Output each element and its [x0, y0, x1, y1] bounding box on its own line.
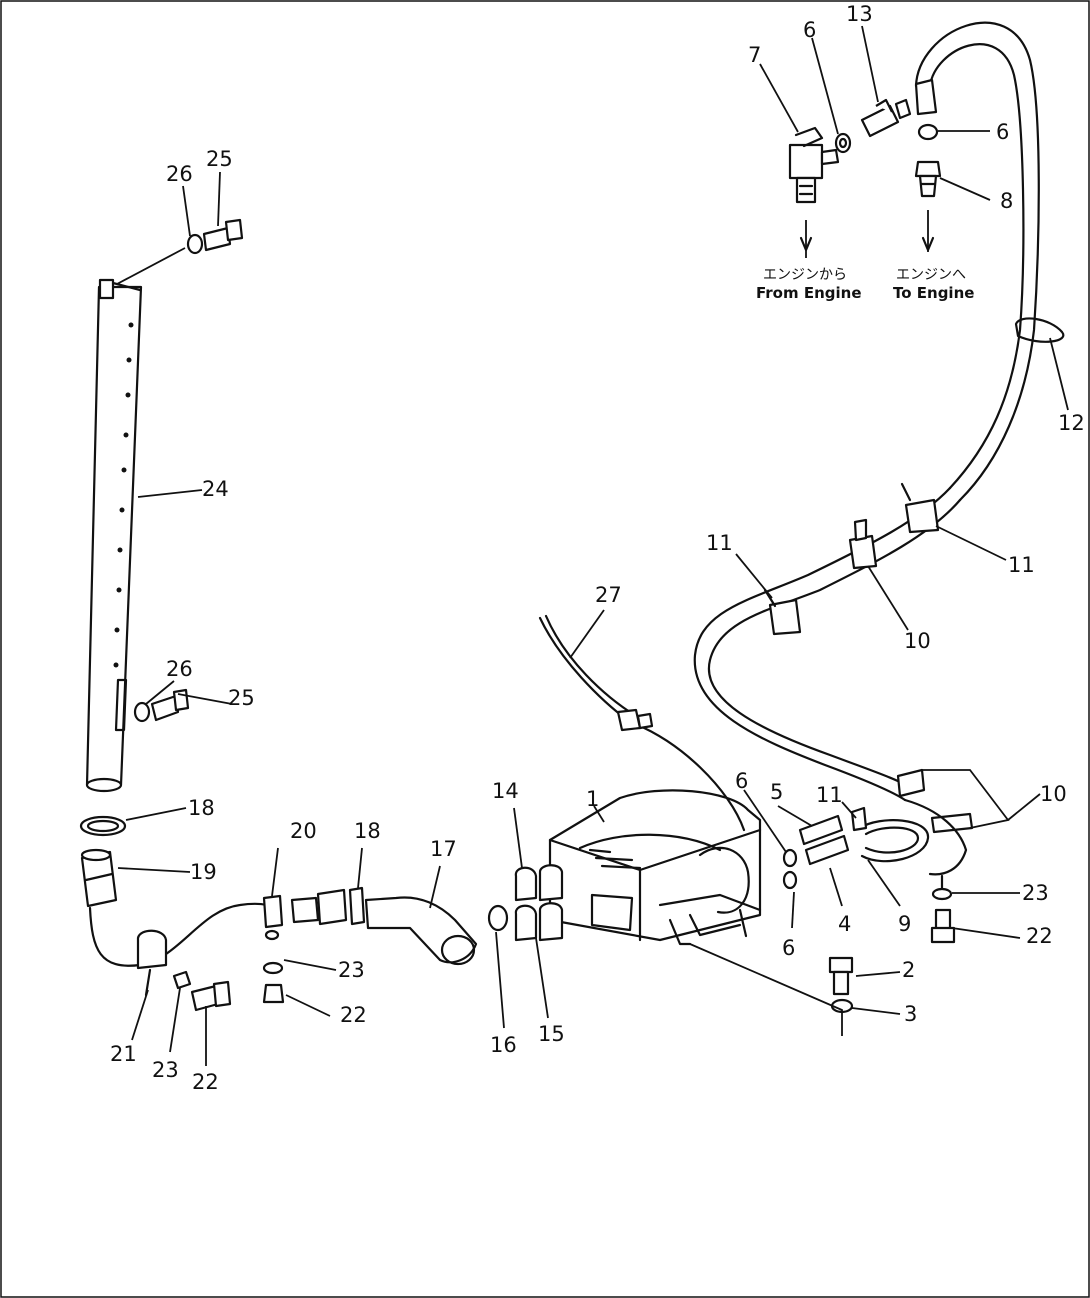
callout-7: 7 — [748, 43, 761, 67]
callout-20: 20 — [290, 819, 317, 843]
leader-lines — [117, 25, 1069, 1066]
note-to-engine-jp: エンジンへ — [896, 267, 966, 283]
hose-9 — [850, 806, 930, 863]
callout-14: 14 — [492, 779, 519, 803]
fitting-8 — [914, 160, 942, 252]
clamp-20 — [262, 894, 284, 941]
pipes-4-5 — [782, 814, 850, 890]
callout-22-right: 22 — [1026, 924, 1053, 948]
callout-22-bottom: 22 — [192, 1070, 219, 1094]
callout-6-right: 6 — [996, 120, 1009, 144]
gasket-6 — [834, 132, 852, 154]
callout-19: 19 — [190, 860, 217, 884]
bolt-25-bottom — [133, 688, 190, 723]
callout-13: 13 — [846, 2, 873, 26]
callout-23-bottom: 23 — [152, 1058, 179, 1082]
note-from-engine-jp: エンジンから — [763, 267, 847, 283]
bolt-25-top — [116, 218, 244, 285]
callout-22-center: 22 — [340, 1003, 367, 1027]
callout-8: 8 — [1000, 189, 1013, 213]
callout-11-lower: 11 — [816, 783, 843, 807]
callout-11-right: 11 — [1008, 553, 1035, 577]
callout-12: 12 — [1058, 411, 1085, 435]
callout-1: 1 — [586, 787, 599, 811]
elbow-13 — [860, 98, 912, 138]
callout-21: 21 — [110, 1042, 137, 1066]
bolt-22-right — [930, 874, 956, 944]
callout-11-left: 11 — [706, 531, 733, 555]
bolt-22-bottom — [172, 970, 232, 1012]
callout-16: 16 — [490, 1033, 517, 1057]
callout-27: 27 — [595, 583, 622, 607]
callout-23-right: 23 — [1022, 881, 1049, 905]
callout-6-lower: 6 — [782, 936, 795, 960]
note-to-engine-en: To Engine — [893, 284, 974, 302]
callout-25-top: 25 — [206, 147, 233, 171]
callout-3: 3 — [904, 1002, 917, 1026]
band-18-left — [79, 815, 127, 837]
callout-10-upper: 10 — [904, 629, 931, 653]
duct-24 — [85, 278, 143, 793]
bolt-2 — [828, 956, 854, 1014]
note-from-engine-en: From Engine — [756, 284, 862, 302]
callout-17: 17 — [430, 837, 457, 861]
callout-5: 5 — [770, 780, 783, 804]
clamps-10-right — [896, 768, 974, 876]
bracket-1 — [689, 943, 843, 1036]
callout-6-top: 6 — [803, 18, 816, 42]
callout-18-center: 18 — [354, 819, 381, 843]
hose-joint — [290, 886, 366, 926]
callout-26-bottom: 26 — [166, 657, 193, 681]
gasket-6b — [917, 123, 939, 141]
duct-19 — [80, 848, 118, 908]
callout-23-center: 23 — [338, 958, 365, 982]
bolt-22-left — [262, 961, 285, 1004]
callout-6-center: 6 — [735, 769, 748, 793]
callout-24: 24 — [202, 477, 229, 501]
callout-10-lower: 10 — [1040, 782, 1067, 806]
callout-9: 9 — [898, 912, 911, 936]
drain-cock-7 — [788, 126, 840, 258]
hose-clamps-upper — [763, 482, 940, 636]
callout-4: 4 — [838, 912, 851, 936]
callout-26-top: 26 — [166, 162, 193, 186]
heater-hose-upper — [693, 21, 1065, 802]
duct-hose-lower — [88, 902, 278, 997]
callout-25-bottom: 25 — [228, 686, 255, 710]
duct-17 — [364, 896, 478, 966]
heater-unit-1 — [487, 789, 762, 946]
callout-18-left: 18 — [188, 796, 215, 820]
callout-15: 15 — [538, 1022, 565, 1046]
cable-27 — [538, 614, 746, 832]
callout-2: 2 — [902, 958, 915, 982]
